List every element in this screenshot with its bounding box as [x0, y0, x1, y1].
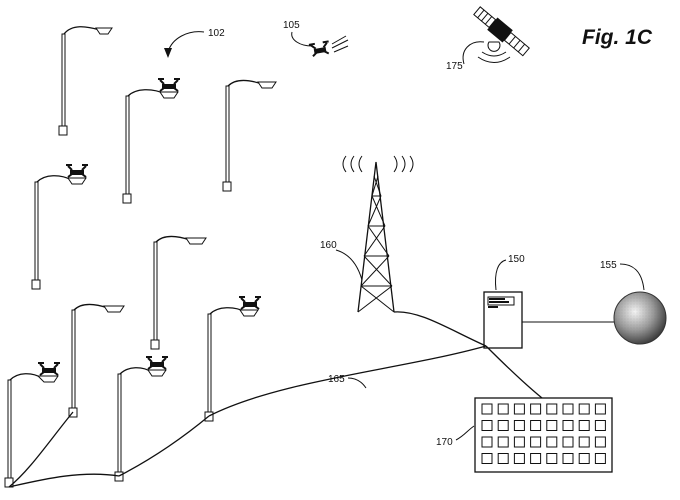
label-tower: 160	[320, 240, 337, 251]
panel-cell	[594, 436, 606, 448]
satellite-icon	[473, 6, 530, 57]
panel-cell	[513, 453, 525, 464]
label-globe: 155	[600, 260, 617, 271]
label-leader-175	[462, 41, 485, 65]
panel-cell	[578, 420, 590, 431]
panel-cell	[594, 403, 606, 415]
streetlight-plain	[150, 235, 207, 350]
arrowhead-icon	[164, 48, 172, 58]
panel-cell	[578, 453, 590, 464]
drone-icon	[146, 356, 168, 370]
streetlight-plain	[68, 303, 125, 418]
label-leader-170	[455, 425, 475, 441]
drone-icon	[158, 78, 180, 92]
label-leader-105	[291, 31, 313, 47]
label-arrow-102	[167, 31, 205, 53]
label-leader-155	[619, 263, 645, 291]
streetlight-with-drone	[114, 356, 168, 482]
panel-cell	[497, 453, 509, 464]
label-leader-165	[347, 377, 367, 389]
panel-cell	[546, 436, 558, 448]
server-icon	[483, 291, 523, 349]
panel-cell	[594, 453, 606, 464]
panel-cell	[562, 453, 574, 464]
cell-tower-icon	[357, 161, 395, 313]
label-leader-150	[495, 259, 507, 291]
display-panel-icon	[474, 397, 613, 473]
streetlight-with-drone	[204, 296, 261, 422]
streetlight-plain	[222, 79, 277, 192]
panel-cell	[546, 403, 558, 415]
streetlight-with-drone	[122, 78, 180, 204]
figure-title: Fig. 1C	[582, 26, 653, 49]
panel-cell	[562, 403, 574, 415]
panel-cell	[562, 420, 574, 431]
panel-cell	[530, 403, 542, 415]
network-wiring	[8, 311, 543, 488]
streetlight-with-drone	[4, 362, 60, 488]
panel-cell	[530, 420, 542, 431]
drone-icon	[38, 362, 60, 376]
panel-cell	[497, 436, 509, 448]
satellite-dish-icon	[477, 41, 511, 63]
streetlight-with-drone	[31, 164, 88, 290]
label-leader-160	[335, 249, 363, 281]
panel-cell	[546, 453, 558, 464]
drone-icon	[66, 164, 88, 178]
streetlight-plain	[58, 26, 113, 136]
panel-cell	[497, 420, 509, 431]
panel-cell	[481, 453, 493, 464]
flying-drone-icon	[308, 40, 330, 57]
panel-cell	[530, 453, 542, 464]
label-display-panel: 170	[436, 437, 453, 448]
signal-waves-icon	[342, 155, 414, 173]
panel-cell	[481, 403, 493, 415]
panel-cell	[546, 420, 558, 431]
panel-cell	[481, 436, 493, 448]
panel-cell	[513, 403, 525, 415]
panel-cell	[562, 436, 574, 448]
globe-texture	[614, 292, 666, 344]
drone-icon	[239, 296, 261, 310]
panel-cell	[530, 436, 542, 448]
panel-cell	[513, 436, 525, 448]
panel-cell	[578, 436, 590, 448]
panel-cell	[594, 420, 606, 431]
label-streetlights: 102	[208, 28, 225, 39]
panel-cell	[513, 420, 525, 431]
label-server: 150	[508, 254, 525, 265]
panel-cell	[578, 403, 590, 415]
label-satellite: 175	[446, 61, 463, 72]
label-drone: 105	[283, 20, 300, 31]
label-network-line: 165	[328, 374, 345, 385]
panel-cell	[481, 420, 493, 431]
motion-lines-icon	[331, 35, 349, 53]
streetlight-group	[4, 26, 277, 488]
panel-cell	[497, 403, 509, 415]
